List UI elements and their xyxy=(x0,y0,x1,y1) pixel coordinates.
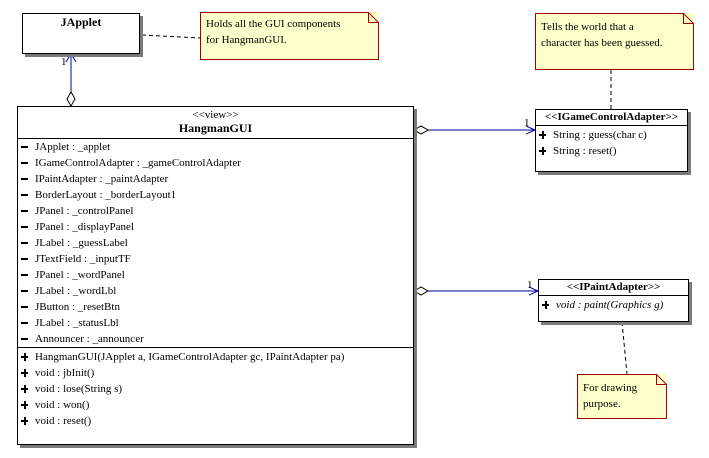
operation-compartment: HangmanGUI(JApplet a, IGameControlAdapte… xyxy=(18,347,413,429)
note-paint-line-1: For drawing xyxy=(583,382,638,394)
note-japplet-line-2: for HangmanGUI. xyxy=(206,34,287,46)
operation-row: void : won() xyxy=(18,397,413,413)
class-ipaintadapter[interactable]: <<IPaintAdapter>> void : paint(Graphics … xyxy=(538,279,689,322)
class-ipaintadapter-name: <<IPaintAdapter>> xyxy=(566,281,661,293)
attribute-row: JButton : _resetBtn xyxy=(18,299,413,315)
private-marker xyxy=(21,226,28,228)
private-marker xyxy=(21,178,28,180)
private-marker xyxy=(21,274,28,276)
operation-row: void : reset() xyxy=(18,413,413,429)
operation-compartment: String : guess(char c) String : reset() xyxy=(536,125,687,159)
operation-row: String : reset() xyxy=(536,143,687,159)
multiplicity-paint: 1 xyxy=(527,279,533,291)
note-shape xyxy=(200,12,379,60)
association-gamecontrol xyxy=(412,125,535,135)
attribute-row: JLabel : _wordLbl xyxy=(18,283,413,299)
note-gamecontrol: Tells the world that a character has bee… xyxy=(535,13,694,70)
multiplicity-gamecontrol: 1 xyxy=(524,117,530,129)
private-marker xyxy=(21,338,28,340)
class-japplet-name: JApplet xyxy=(60,15,102,29)
private-marker xyxy=(21,258,28,260)
operation-row: String : guess(char c) xyxy=(536,127,687,143)
attribute-row: JPanel : _displayPanel xyxy=(18,219,413,235)
private-marker xyxy=(21,290,28,292)
note-japplet: Holds all the GUI components for Hangman… xyxy=(200,12,379,60)
note-link-paint xyxy=(621,321,628,375)
attribute-row: JTextField : _inputTF xyxy=(18,251,413,267)
association-japplet xyxy=(65,53,77,108)
class-hangmangui-name: HangmanGUI xyxy=(178,121,253,135)
class-igamecontroladapter[interactable]: <<IGameControlAdapter>> String : guess(c… xyxy=(535,109,688,172)
attribute-row: IGameControlAdapter : _gameControlAdapte… xyxy=(18,155,413,171)
attribute-compartment: JApplet : _applet IGameControlAdapter : … xyxy=(18,138,413,347)
note-gamecontrol-line-2: character has been guessed. xyxy=(541,37,663,49)
note-paint-line-2: purpose. xyxy=(583,398,621,410)
private-marker xyxy=(21,306,28,308)
operation-compartment: void : paint(Graphics g) xyxy=(539,295,688,313)
association-paint xyxy=(412,286,538,296)
class-igamecontroladapter-name: <<IGameControlAdapter>> xyxy=(544,111,679,123)
operation-row: void : paint(Graphics g) xyxy=(539,297,688,313)
operation-row: void : jbInit() xyxy=(18,365,413,381)
attribute-row: Announcer : _announcer xyxy=(18,331,413,347)
attribute-row: BorderLayout : _borderLayout1 xyxy=(18,187,413,203)
private-marker xyxy=(21,194,28,196)
class-hangmangui[interactable]: <<view>> HangmanGUI JApplet : _applet IG… xyxy=(17,106,414,445)
attribute-row: JApplet : _applet xyxy=(18,139,413,155)
attribute-row: JLabel : _guessLabel xyxy=(18,235,413,251)
class-hangmangui-stereotype: <<view>> xyxy=(192,109,239,121)
attribute-row: IPaintAdapter : _paintAdapter xyxy=(18,171,413,187)
private-marker xyxy=(21,242,28,244)
class-japplet[interactable]: JApplet xyxy=(22,13,140,54)
note-link-japplet xyxy=(141,34,201,39)
private-marker xyxy=(21,162,28,164)
multiplicity-japplet: 1 xyxy=(61,56,67,68)
private-marker xyxy=(21,210,28,212)
attribute-row: JPanel : _controlPanel xyxy=(18,203,413,219)
note-shape xyxy=(577,374,667,419)
attribute-row: JPanel : _wordPanel xyxy=(18,267,413,283)
private-marker xyxy=(21,322,28,324)
note-gamecontrol-line-1: Tells the world that a xyxy=(541,21,634,33)
note-paint: For drawing purpose. xyxy=(577,374,667,419)
note-japplet-line-1: Holds all the GUI components xyxy=(206,18,341,30)
operation-row: void : lose(String s) xyxy=(18,381,413,397)
note-shape xyxy=(535,13,694,70)
operation-row: HangmanGUI(JApplet a, IGameControlAdapte… xyxy=(18,349,413,365)
private-marker xyxy=(21,146,28,148)
attribute-row: JLabel : _statusLbl xyxy=(18,315,413,331)
